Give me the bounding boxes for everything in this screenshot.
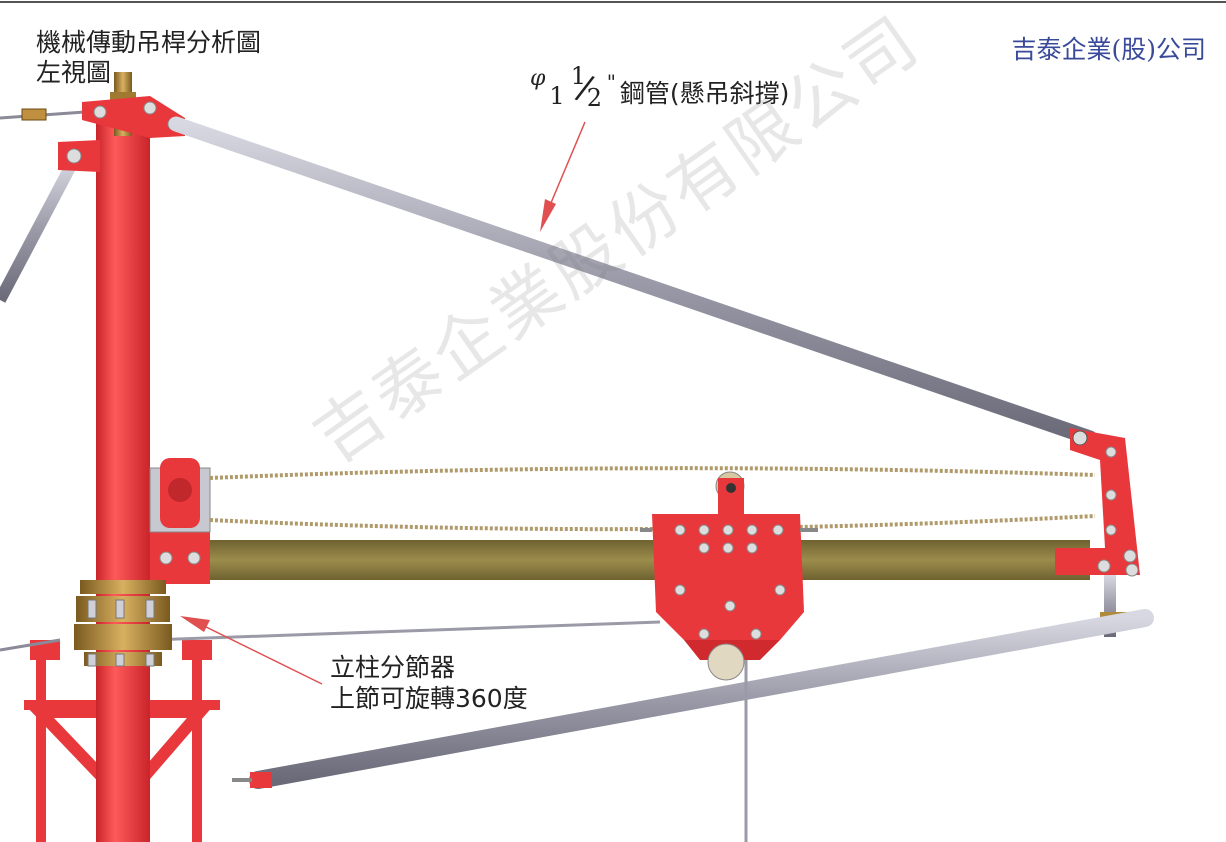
brace-pivot-bracket <box>58 140 100 172</box>
diagram-title-line2: 左視圖 <box>36 58 112 87</box>
pipe-size-numerator: 1 <box>570 62 586 90</box>
beam-root-bracket <box>150 532 210 584</box>
beam-tip-bracket <box>1055 428 1140 577</box>
left-diagonal-brace <box>0 108 86 303</box>
pipe-size-denominator: 2 <box>586 84 602 112</box>
drive-motor <box>149 458 211 533</box>
lower-cross-pipe <box>249 609 1154 789</box>
pipe-size-fraction: 1 / 2 <box>569 62 603 112</box>
column-separator <box>74 580 172 667</box>
separator-label-line2: 上節可旋轉360度 <box>330 684 528 713</box>
horizontal-beam <box>200 540 1090 580</box>
pipe-description: 鋼管(懸吊斜撐) <box>619 79 790 108</box>
diagram-title-line1: 機械傳動吊桿分析圖 <box>36 28 262 57</box>
separator-annotation-arrow <box>180 616 323 685</box>
main-pole <box>96 120 150 842</box>
phi-symbol: φ <box>530 66 546 91</box>
company-name: 吉泰企業(股)公司 <box>1011 35 1206 64</box>
diagram-title: 機械傳動吊桿分析圖 左視圖 <box>36 28 261 88</box>
pipe-size-whole: 1 <box>549 82 565 110</box>
pipe-spec-label: φ 1 1 / 2 " 鋼管(懸吊斜撐) <box>530 62 789 112</box>
separator-label-line1: 立柱分節器 <box>330 653 456 682</box>
separator-label: 立柱分節器 上節可旋轉360度 <box>330 652 528 714</box>
pipe-annotation-arrow <box>540 121 586 232</box>
inch-mark: " <box>606 70 616 94</box>
guy-wire <box>149 620 661 642</box>
suspension-diagonal-pipe <box>168 116 1098 446</box>
trolley-carriage <box>640 471 818 681</box>
